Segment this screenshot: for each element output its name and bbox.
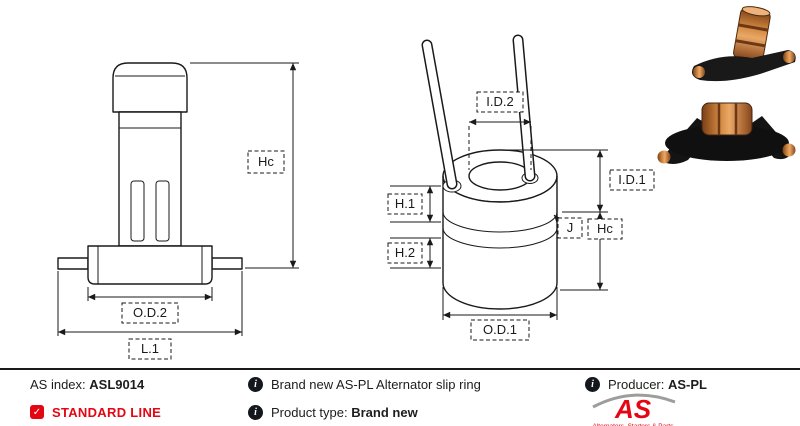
side-view-dimensions: Hc O.D.2 L.1 bbox=[57, 62, 299, 360]
description-cell: i Brand new AS-PL Alternator slip ring bbox=[230, 376, 565, 392]
info-icon: i bbox=[585, 376, 600, 392]
dim-label-id1: I.D.1 bbox=[618, 172, 645, 187]
wire-lead-right bbox=[512, 34, 539, 184]
product-type-value: Brand new bbox=[351, 404, 418, 420]
product-type-text: Product type: Brand new bbox=[271, 405, 418, 420]
info-icon: i bbox=[248, 376, 263, 392]
as-index-label: AS index: bbox=[30, 376, 86, 392]
front-view-drawing: I.D.2 I.D.1 Hc J H.1 bbox=[387, 34, 655, 341]
as-index-text: AS index: ASL9014 bbox=[30, 377, 144, 392]
dim-label-h2: H.2 bbox=[395, 245, 415, 260]
footer: AS index: ASL9014 i Brand new AS-PL Alte… bbox=[0, 368, 800, 426]
product-type-label: Product type: bbox=[271, 404, 348, 420]
technical-drawing-canvas: Hc O.D.2 L.1 bbox=[57, 6, 796, 360]
front-view-dimensions: I.D.2 I.D.1 Hc J H.1 bbox=[387, 91, 655, 341]
dim-label-id2: I.D.2 bbox=[486, 94, 513, 109]
slip-ring-photo-bottom bbox=[657, 102, 796, 164]
logo-swoosh-icon bbox=[592, 393, 676, 409]
dim-label-j: J bbox=[567, 220, 574, 235]
dim-label-hc-left: Hc bbox=[258, 154, 274, 169]
footer-row-1: AS index: ASL9014 i Brand new AS-PL Alte… bbox=[0, 370, 800, 398]
dim-label-hc-front: Hc bbox=[597, 221, 613, 236]
standard-line-cell: ✓ STANDARD LINE bbox=[0, 405, 230, 420]
producer-value: AS-PL bbox=[668, 376, 707, 392]
as-index-value: ASL9014 bbox=[89, 376, 145, 392]
producer-text: Producer: AS-PL bbox=[608, 377, 707, 392]
info-icon: i bbox=[248, 404, 263, 420]
check-icon: ✓ bbox=[30, 405, 44, 419]
slip-ring-photo-top bbox=[733, 6, 771, 62]
dim-label-od1: O.D.1 bbox=[483, 322, 517, 337]
producer-label: Producer: bbox=[608, 376, 665, 392]
dim-label-l1: L.1 bbox=[141, 341, 159, 356]
side-view-drawing: Hc O.D.2 L.1 bbox=[57, 62, 299, 360]
footer-row-2: ✓ STANDARD LINE i Product type: Brand ne… bbox=[0, 393, 800, 426]
slip-ring-front-outline bbox=[421, 34, 558, 310]
slip-ring-side-outline bbox=[57, 62, 243, 285]
product-photo-illustration bbox=[657, 6, 796, 164]
producer-cell: i Producer: AS-PL bbox=[565, 376, 800, 392]
product-type-cell: i Product type: Brand new bbox=[230, 404, 565, 420]
description-text: Brand new AS-PL Alternator slip ring bbox=[271, 376, 481, 392]
wire-lead-left bbox=[421, 39, 462, 193]
as-index-cell: AS index: ASL9014 bbox=[0, 377, 230, 392]
dim-label-od2: O.D.2 bbox=[133, 305, 167, 320]
standard-line-label: STANDARD LINE bbox=[52, 404, 162, 420]
logo-text: AS bbox=[614, 394, 652, 424]
dim-label-h1: H.1 bbox=[395, 196, 415, 211]
